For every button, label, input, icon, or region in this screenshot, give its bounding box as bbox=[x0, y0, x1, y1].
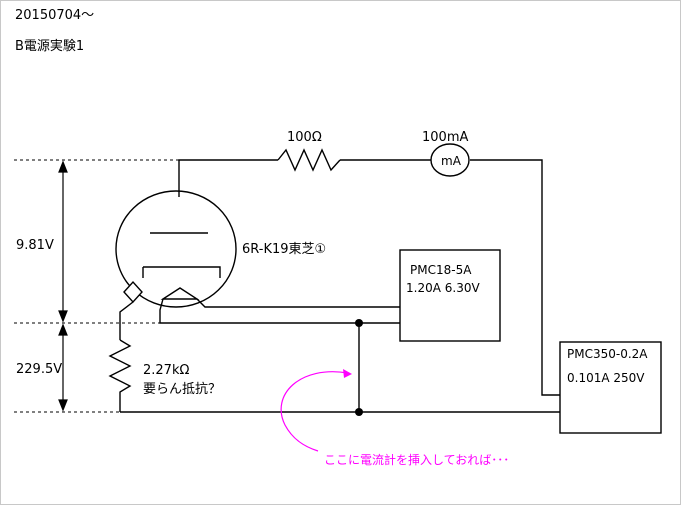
tube-label: 6R-K19東芝① bbox=[242, 241, 326, 257]
supply-heater-reading: 1.20A 6.30V bbox=[406, 281, 480, 295]
annotation-arrowhead bbox=[343, 369, 352, 378]
resistor-top-label: 100Ω bbox=[287, 130, 322, 145]
vacuum-tube-icon bbox=[115, 190, 237, 308]
header-title: B電源実験1 bbox=[15, 38, 84, 54]
heater-wiring bbox=[119, 298, 400, 412]
supply-b-reading: 0.101A 250V bbox=[567, 371, 645, 385]
annotation-arrow bbox=[280, 371, 349, 452]
dimension-arrows bbox=[58, 160, 68, 412]
junction-upper bbox=[355, 319, 363, 327]
ammeter-icon bbox=[430, 143, 470, 177]
dimension-lower-label: 229.5V bbox=[16, 362, 62, 377]
supply-b-model: PMC350-0.2A bbox=[567, 347, 648, 361]
top-wire bbox=[178, 148, 560, 396]
junction-lower bbox=[355, 408, 363, 416]
supply-b-box bbox=[559, 341, 662, 434]
supply-heater-box bbox=[399, 249, 501, 342]
annotation-text: ここに電流計を挿入しておれば･･･ bbox=[324, 452, 509, 467]
resistor-bottom-note: 要らん抵抗？ bbox=[143, 382, 221, 397]
resistor-2k27 bbox=[108, 339, 560, 413]
resistor-bottom-value: 2.27kΩ bbox=[143, 363, 189, 378]
header-date: 20150704～ bbox=[15, 8, 94, 23]
dimension-upper-label: 9.81V bbox=[16, 238, 54, 253]
supply-heater-model: PMC18-5A bbox=[410, 263, 472, 277]
ammeter-symbol: mA bbox=[441, 154, 462, 168]
ammeter-label: 100mA bbox=[422, 130, 468, 145]
dimension-guides bbox=[14, 159, 179, 413]
